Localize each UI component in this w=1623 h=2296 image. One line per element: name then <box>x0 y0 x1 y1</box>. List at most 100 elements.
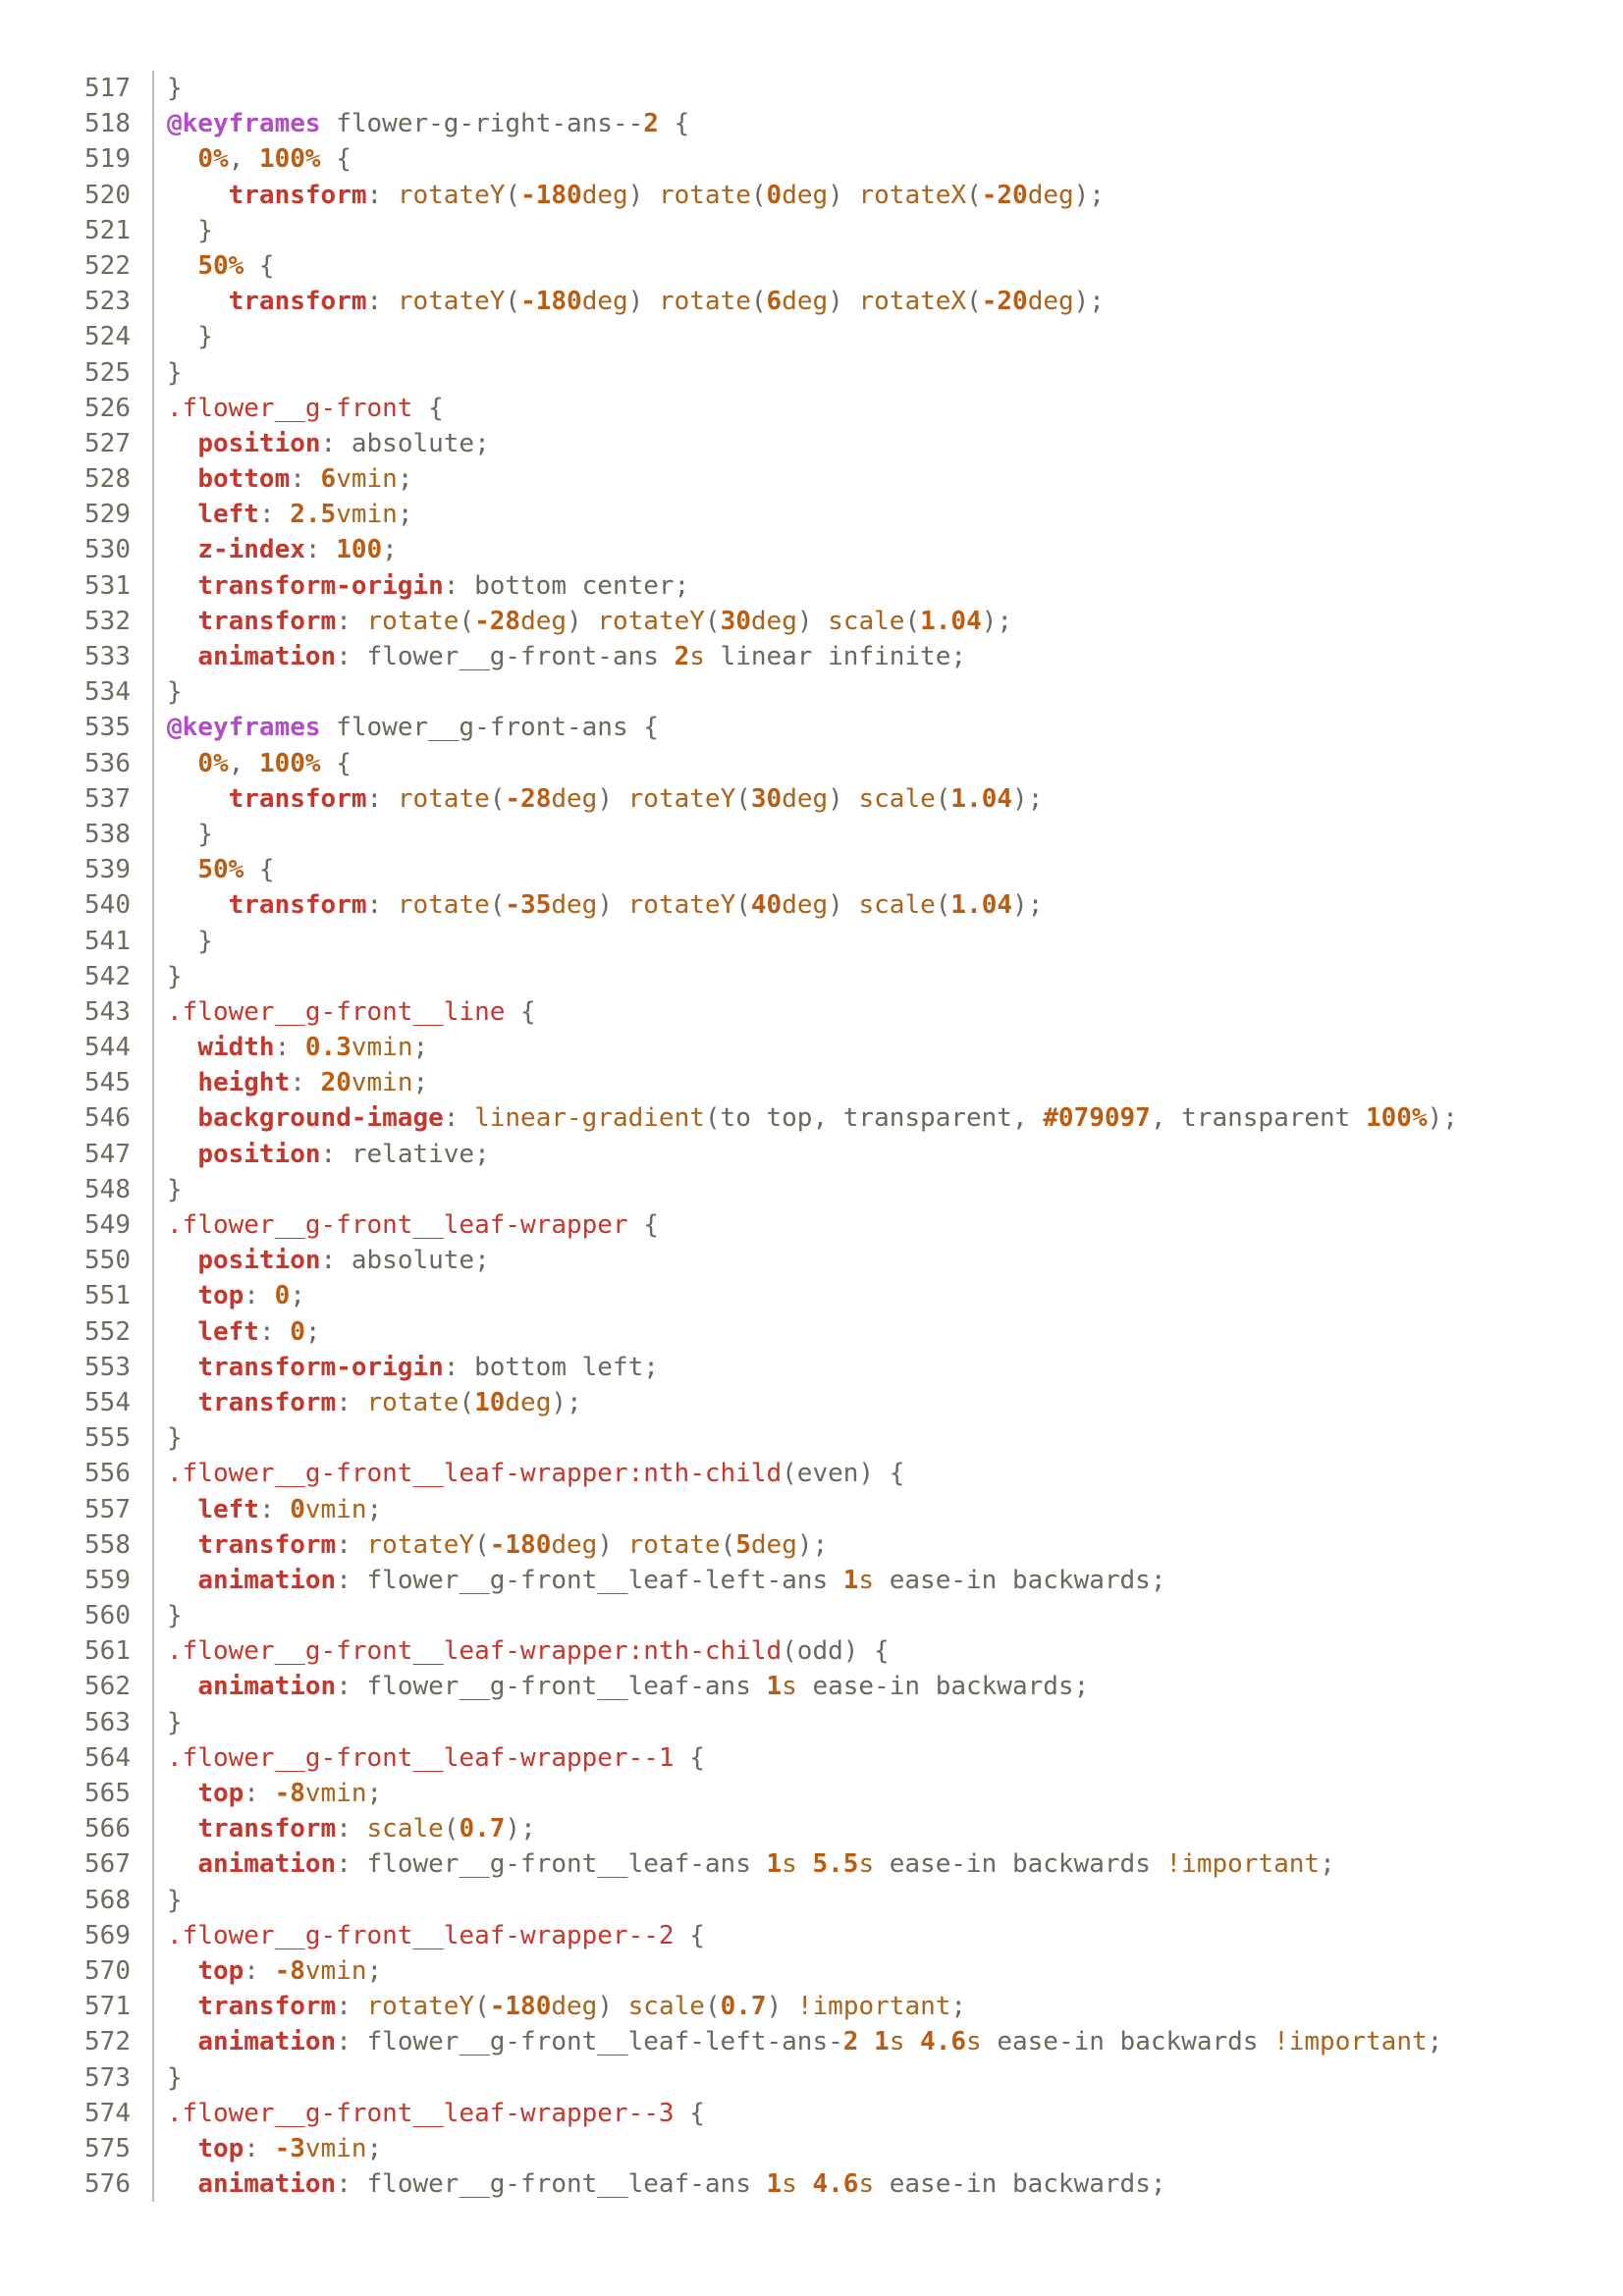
code-token-p: : absolute; <box>320 1246 490 1276</box>
code-line: transform: rotate(-28deg) rotateY(30deg)… <box>154 604 1012 639</box>
code-line-row: 523 transform: rotateY(-180deg) rotate(6… <box>0 284 1623 320</box>
line-number: 519 <box>0 141 154 178</box>
code-token-at: @keyframes <box>167 109 321 139</box>
line-number: 527 <box>0 425 154 462</box>
code-line: } <box>154 1598 183 1633</box>
code-token-p <box>167 855 197 884</box>
code-line-row: 517} <box>0 71 1623 107</box>
code-token-num: 1 <box>874 2027 890 2057</box>
code-line: background-image: linear-gradient(to top… <box>154 1100 1458 1136</box>
code-token-num: -180 <box>520 180 582 210</box>
code-token-unit: scale <box>366 1814 444 1844</box>
code-token-p: ease-in backwards <box>874 1849 1166 1880</box>
code-token-p: ( <box>704 1992 721 2022</box>
code-line-row: 522 50% { <box>0 247 1623 285</box>
code-line-row: 576 animation: flower__g-front__leaf-ans… <box>0 2166 1623 2203</box>
code-line-row: 564.flower__g-front__leaf-wrapper--1 { <box>0 1739 1623 1776</box>
code-token-p: } <box>167 1601 183 1631</box>
code-token-p: ease-in backwards; <box>796 1672 1090 1702</box>
code-line: left: 0; <box>154 1314 320 1350</box>
code-token-p: { <box>674 2098 705 2128</box>
code-token-num: 100 <box>336 535 383 565</box>
code-line: top: -3vmin; <box>154 2131 382 2166</box>
code-token-unit: scale <box>828 606 905 636</box>
code-token-p: ( <box>459 1387 475 1417</box>
code-token-p: ( <box>966 180 982 210</box>
code-token-prop: animation <box>197 1672 337 1702</box>
code-line: transform: rotateY(-180deg) rotate(0deg)… <box>154 178 1105 213</box>
code-token-p <box>167 642 197 671</box>
code-token-unit: vmin <box>351 1033 413 1063</box>
code-token-p: , <box>228 748 259 778</box>
code-token-p: { <box>505 996 536 1027</box>
code-token-p <box>167 1388 197 1417</box>
code-token-p: ( <box>720 1529 736 1560</box>
code-token-unit: rotateY <box>627 890 736 921</box>
line-number: 563 <box>0 1704 154 1740</box>
code-line: .flower__g-front__line { <box>154 994 536 1030</box>
code-line-row: 542} <box>0 958 1623 994</box>
code-token-unit: deg <box>782 287 829 317</box>
code-token-p: ) <box>627 180 659 210</box>
code-token-num: 100% <box>1366 1103 1428 1134</box>
line-number: 533 <box>0 639 154 675</box>
code-line-row: 525} <box>0 354 1623 391</box>
code-token-num: -28 <box>474 606 521 636</box>
code-line: 0%, 100% { <box>154 141 352 177</box>
code-token-p: } <box>167 1174 183 1204</box>
code-token-p <box>904 2027 920 2056</box>
line-number: 565 <box>0 1776 154 1812</box>
code-line: transform: scale(0.7); <box>154 1811 535 1846</box>
code-line-row: 518@keyframes flower-g-right-ans--2 { <box>0 106 1623 142</box>
code-token-sel: .flower__g-front__line <box>167 996 506 1027</box>
code-token-unit: s <box>858 1565 875 1595</box>
code-line: transform: rotateY(-180deg) scale(0.7) !… <box>154 1989 966 2024</box>
code-token-num: 4.6 <box>920 2027 967 2057</box>
code-token-unit: deg <box>782 783 829 814</box>
code-token-prop: transform <box>228 783 367 814</box>
line-number: 542 <box>0 958 154 994</box>
code-token-p: ) <box>828 287 859 317</box>
code-line-row: 565 top: -8vmin; <box>0 1776 1623 1812</box>
code-token-unit: rotateY <box>366 1529 475 1560</box>
code-token-unit: rotate <box>658 180 751 210</box>
line-number: 524 <box>0 319 154 355</box>
code-token-unit: deg <box>750 1529 797 1560</box>
code-token-p: ; <box>397 464 413 495</box>
code-line: position: absolute; <box>154 426 489 461</box>
line-number: 526 <box>0 390 154 426</box>
code-token-num: 0 <box>290 1494 305 1524</box>
code-line-row: 538 } <box>0 816 1623 853</box>
code-line: transform-origin: bottom center; <box>154 568 689 604</box>
code-token-p: ; <box>366 1955 383 1986</box>
code-line-row: 546 background-image: linear-gradient(to… <box>0 1100 1623 1137</box>
code-token-num: 1 <box>766 1849 783 1880</box>
code-token-p: ); <box>796 1529 829 1560</box>
code-token-p <box>167 1246 197 1275</box>
code-line: } <box>154 319 213 354</box>
code-line-row: 535@keyframes flower__g-front-ans { <box>0 710 1623 746</box>
code-token-p: ); <box>1012 783 1044 814</box>
code-token-p: : <box>243 1955 275 1986</box>
code-token-num: -180 <box>520 287 582 317</box>
code-editor[interactable]: 517}518@keyframes flower-g-right-ans--2 … <box>0 71 1623 2203</box>
code-token-prop: height <box>197 1068 291 1098</box>
line-number: 517 <box>0 71 154 107</box>
code-token-p: ) <box>627 287 659 317</box>
line-number: 560 <box>0 1598 154 1634</box>
code-token-p <box>167 500 197 529</box>
code-token-num: -28 <box>505 783 552 814</box>
code-token-num: 1 <box>766 1672 783 1702</box>
code-token-p <box>167 2134 197 2163</box>
code-token-unit: rotateX <box>858 180 967 210</box>
line-number: 522 <box>0 247 154 285</box>
code-token-p <box>167 571 197 601</box>
line-number: 529 <box>0 497 154 533</box>
code-line: transform: rotateY(-180deg) rotate(6deg)… <box>154 284 1105 319</box>
code-token-unit: vmin <box>304 1779 367 1808</box>
code-token-num: 100% <box>258 144 321 175</box>
code-token-p <box>167 1779 197 1808</box>
code-token-num: 30 <box>750 783 783 814</box>
line-number: 554 <box>0 1384 154 1421</box>
code-token-p: (to top, transparent, <box>704 1103 1044 1134</box>
